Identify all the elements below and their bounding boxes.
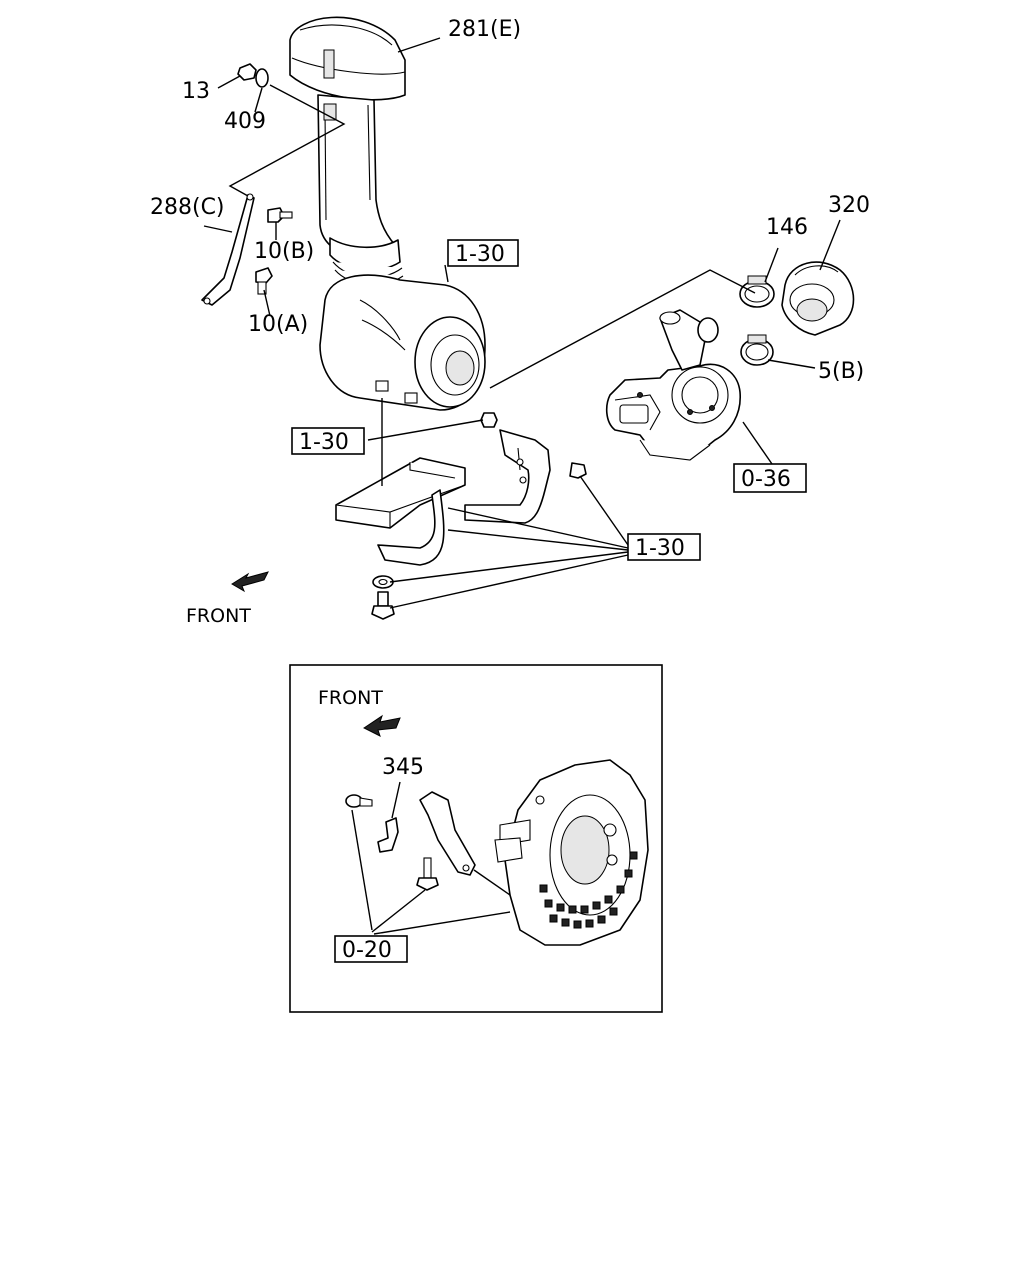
- arrow-icon: [363, 714, 401, 737]
- leader-lines: [203, 37, 841, 609]
- label-409: 409: [224, 109, 266, 134]
- svg-text:0-20: 0-20: [342, 938, 392, 963]
- label-10b: 10(B): [254, 239, 314, 264]
- svg-text:1-30: 1-30: [455, 242, 505, 267]
- bolt-10b: [267, 207, 293, 223]
- front-arrow-main: FRONT: [186, 571, 269, 627]
- hose-clamp-146: [739, 275, 775, 308]
- label-146: 146: [766, 215, 808, 240]
- washer-409: [255, 68, 269, 88]
- label-320: 320: [828, 193, 870, 218]
- inset-panel: FRONT 345: [289, 664, 663, 1013]
- label-345: 345: [382, 755, 424, 780]
- svg-text:1-30: 1-30: [299, 430, 349, 455]
- label-13: 13: [182, 79, 210, 104]
- housing-ribs: [539, 851, 638, 929]
- hose-clamp-5b: [740, 334, 774, 366]
- label-5b: 5(B): [818, 359, 864, 384]
- bolt-inset-center: [416, 857, 439, 891]
- flywheel-housing: [494, 759, 649, 946]
- label-281e: 281(E): [448, 17, 521, 42]
- svg-text:1-30: 1-30: [635, 536, 685, 561]
- front-label-inset: FRONT: [318, 687, 383, 709]
- turbocharger: [605, 309, 741, 461]
- label-288c: 288(C): [150, 195, 225, 220]
- clip-345: [377, 817, 399, 853]
- tube-288c: [201, 193, 255, 306]
- bracket-arm: [419, 791, 476, 876]
- air-cleaner-bracket: [335, 412, 587, 620]
- air-cleaner: [319, 274, 486, 411]
- ref-box-0-20[interactable]: 0-20: [334, 935, 408, 963]
- ref-box-1-30-bot[interactable]: 1-30: [627, 533, 701, 561]
- ref-box-0-36[interactable]: 0-36: [733, 463, 807, 493]
- ref-box-1-30-mid[interactable]: 1-30: [291, 427, 365, 455]
- bolt-10a: [255, 267, 273, 295]
- bolt-inset-left: [345, 794, 373, 808]
- svg-text:0-36: 0-36: [741, 467, 791, 492]
- front-label-main: FRONT: [186, 605, 251, 627]
- arrow-icon: [231, 571, 269, 593]
- ref-box-1-30-top[interactable]: 1-30: [447, 239, 519, 267]
- label-10a: 10(A): [248, 312, 308, 337]
- elbow-hose-320: [781, 261, 855, 336]
- nut-13: [237, 63, 257, 81]
